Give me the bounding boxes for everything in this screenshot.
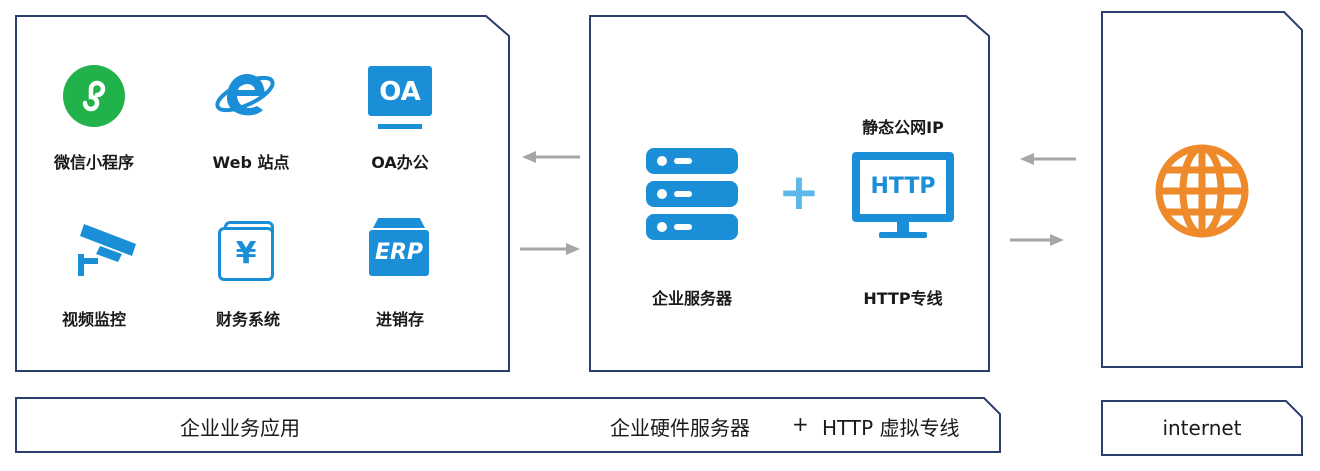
static-ip-label: 静态公网IP bbox=[862, 118, 944, 137]
yen-glyph: ¥ bbox=[235, 236, 257, 271]
erp-icon-text: ERP bbox=[374, 240, 424, 265]
footer-apps-label: 企业业务应用 bbox=[180, 416, 300, 440]
erp-box-icon: ERP bbox=[369, 218, 429, 278]
footer-plus: + bbox=[792, 412, 809, 436]
app-label-video: 视频监控 bbox=[61, 310, 126, 329]
app-label-miniprogram: 微信小程序 bbox=[53, 153, 134, 172]
finance-yen-icon: ¥ bbox=[218, 221, 278, 281]
footer-internet-label: internet bbox=[1162, 416, 1242, 440]
globe-icon bbox=[1155, 144, 1249, 238]
apps-panel-frame bbox=[15, 15, 510, 372]
app-label-erp: 进销存 bbox=[375, 310, 424, 329]
plus-sign: + bbox=[778, 163, 820, 221]
footer-http-label: HTTP 虚拟专线 bbox=[822, 416, 960, 440]
footer-main-frame bbox=[15, 397, 1001, 453]
internet-panel-frame bbox=[1101, 11, 1303, 368]
server-label: 企业服务器 bbox=[651, 289, 732, 308]
surveillance-camera-icon bbox=[78, 224, 136, 276]
footer-internet-frame bbox=[1101, 400, 1303, 456]
server-stack-icon bbox=[646, 148, 738, 240]
http-monitor-icon: HTTP bbox=[852, 152, 954, 240]
arrow-left-apps bbox=[522, 151, 580, 163]
internet-explorer-icon bbox=[215, 74, 275, 116]
app-label-web: Web 站点 bbox=[212, 153, 290, 172]
oa-icon-text: OA bbox=[379, 77, 421, 107]
server-panel-frame bbox=[589, 15, 990, 372]
footer-server-label: 企业硬件服务器 bbox=[610, 416, 750, 440]
app-label-finance: 财务系统 bbox=[215, 310, 280, 329]
arrows bbox=[520, 151, 1076, 255]
http-monitor-text: HTTP bbox=[870, 174, 936, 199]
wechat-miniprogram-icon bbox=[63, 65, 125, 127]
arrow-left-internet bbox=[1020, 153, 1076, 165]
arrow-right-internet bbox=[1010, 234, 1064, 246]
app-label-oa: OA办公 bbox=[371, 153, 429, 172]
oa-monitor-icon: OA bbox=[368, 66, 432, 130]
http-line-label: HTTP专线 bbox=[863, 289, 943, 308]
arrow-right-apps bbox=[520, 243, 580, 255]
